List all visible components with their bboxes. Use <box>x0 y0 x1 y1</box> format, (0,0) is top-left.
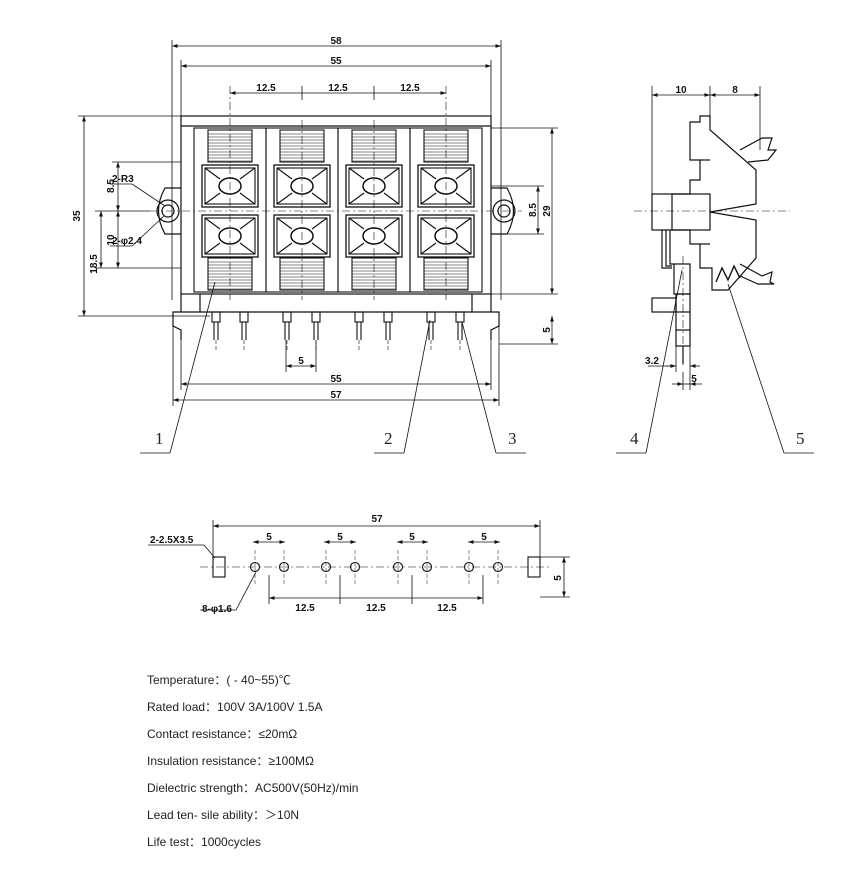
side-dimensions <box>616 86 814 454</box>
spec-contact-resistance: Contact resistance：≤20mΩ <box>147 727 298 741</box>
front-dimension-labels: 58 55 12.5 12.5 12.5 2-R3 2-φ2.4 8.5 10 … <box>72 36 553 401</box>
dim-pcb-5c: 5 <box>409 532 415 543</box>
terminal-cell <box>193 127 267 293</box>
push-terminal <box>201 214 259 258</box>
callout-5: 5 <box>796 429 805 448</box>
dim-pcb-5a: 5 <box>266 532 272 543</box>
spec-insulation-resistance: Insulation resistance：≥100MΩ <box>147 754 314 768</box>
dim-pitch-b: 12.5 <box>328 83 348 94</box>
push-terminal <box>345 164 403 208</box>
push-terminal <box>273 164 331 208</box>
dim-5-right: 5 <box>542 327 553 333</box>
lead-pin <box>426 311 436 352</box>
dim-55-top: 55 <box>330 56 342 67</box>
lead-pin <box>211 311 221 352</box>
dim-side-32: 3.2 <box>645 356 659 367</box>
spec-rated-load: Rated load：100V 3A/100V 1.5A <box>147 700 323 714</box>
spec-lead-tensile: Lead ten- sile ability：＞10N <box>147 808 300 822</box>
dim-pitch-c: 12.5 <box>400 83 420 94</box>
pcb-footprint <box>200 550 552 584</box>
lead-pins <box>211 311 465 352</box>
dim-r3: 2-R3 <box>112 174 134 185</box>
dim-side-10: 10 <box>675 85 687 96</box>
dim-185: 18.5 <box>89 254 100 274</box>
spec-dielectric-strength: Dielectric strength：AC500V(50Hz)/min <box>147 781 359 795</box>
front-callouts <box>140 281 526 454</box>
push-terminal <box>345 214 403 258</box>
lead-pin <box>282 311 292 352</box>
dim-side-5: 5 <box>691 374 697 385</box>
dim-29: 29 <box>542 205 553 217</box>
dim-phi: 2-φ2.4 <box>112 236 142 247</box>
push-terminal <box>417 214 475 258</box>
spec-temperature: Temperature：( - 40~55)℃ <box>147 673 291 687</box>
dim-side-8: 8 <box>732 85 738 96</box>
dim-5-bottom: 5 <box>298 356 304 367</box>
lead-pin <box>383 311 393 352</box>
lead-pin <box>455 311 465 352</box>
dim-85-right: 8.5 <box>528 203 539 217</box>
dim-10-left: 10 <box>106 234 117 246</box>
lead-pin <box>354 311 364 352</box>
push-terminal <box>417 164 475 208</box>
dim-pcb-5v: 5 <box>553 575 564 581</box>
specifications-list: Temperature：( - 40~55)℃ Rated load：100V … <box>147 672 567 861</box>
front-view <box>150 86 522 340</box>
dim-57-bottom: 57 <box>330 390 342 401</box>
terminal-cells <box>193 127 483 293</box>
dim-pcb-57: 57 <box>371 514 383 525</box>
front-dimensions <box>78 40 558 406</box>
callout-4: 4 <box>630 429 639 448</box>
dim-pitch-a: 12.5 <box>256 83 276 94</box>
push-terminal <box>273 214 331 258</box>
technical-drawing: 58 55 12.5 12.5 12.5 2-R3 2-φ2.4 8.5 10 … <box>72 36 814 615</box>
dim-85-left: 8.5 <box>106 179 117 193</box>
dim-pcb-p3: 12.5 <box>437 603 457 614</box>
callout-3: 3 <box>508 429 517 448</box>
dim-pcb-slot: 2-2.5X3.5 <box>150 535 194 546</box>
spec-life-test: Life test：1000cycles <box>147 835 262 849</box>
dim-35: 35 <box>72 210 83 222</box>
push-terminal <box>201 164 259 208</box>
dim-pcb-p1: 12.5 <box>295 603 315 614</box>
dim-pcb-hole: 8-φ1.6 <box>202 604 232 615</box>
left-mounting-ear <box>157 187 181 235</box>
dim-pcb-5b: 5 <box>337 532 343 543</box>
lead-pin <box>239 311 249 352</box>
callout-1: 1 <box>155 429 164 448</box>
housing-outline <box>180 115 492 295</box>
dim-pcb-p2: 12.5 <box>366 603 386 614</box>
dim-55-bottom: 55 <box>330 374 342 385</box>
dim-pcb-5d: 5 <box>481 532 487 543</box>
dim-58: 58 <box>330 36 342 47</box>
callout-2: 2 <box>384 429 393 448</box>
terminal-cell <box>409 127 483 293</box>
side-view <box>634 115 790 366</box>
pcb-dimensions <box>148 520 570 611</box>
